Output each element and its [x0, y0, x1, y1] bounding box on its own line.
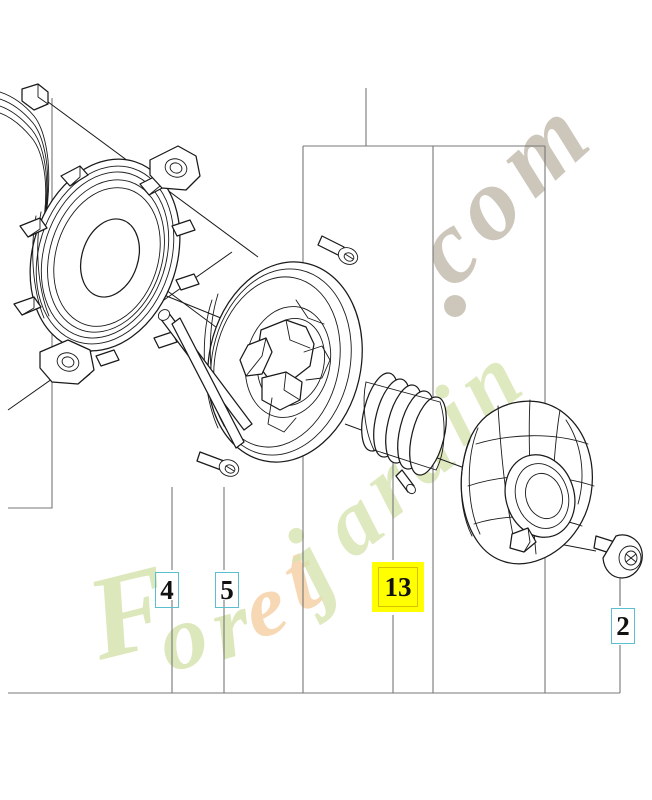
part-screw: [593, 534, 643, 579]
callout-label-5[interactable]: 5: [215, 572, 239, 608]
cover-plate-tabs: [13, 165, 200, 367]
pulley-hub-detail: [239, 299, 331, 433]
part-spring-housing: [460, 399, 595, 565]
callout-13-inner: 13: [378, 567, 418, 607]
cover-plate-fragment: [0, 83, 50, 239]
callout-label-4[interactable]: 4: [155, 572, 179, 608]
part-starter-pulley: [157, 235, 363, 477]
cover-plate-upper-boss: [149, 145, 201, 191]
pulley-screw-upper: [317, 235, 359, 265]
part-recoil-spring: [361, 372, 447, 495]
pulley-screw-lower: [196, 451, 240, 477]
callout-label-13[interactable]: 13: [372, 562, 424, 612]
callout-2-text: 2: [616, 610, 630, 641]
callout-label-2[interactable]: 2: [611, 608, 635, 644]
cover-plate-ring: [29, 158, 181, 352]
callout-4-text: 4: [160, 574, 174, 605]
cover-plate-lower-boss: [39, 339, 95, 385]
pulley-actuator-rod: [157, 309, 253, 449]
part-starter-cover-plate: [0, 83, 201, 385]
callout-5-text: 5: [220, 574, 234, 605]
callout-13-text: 13: [384, 571, 412, 602]
